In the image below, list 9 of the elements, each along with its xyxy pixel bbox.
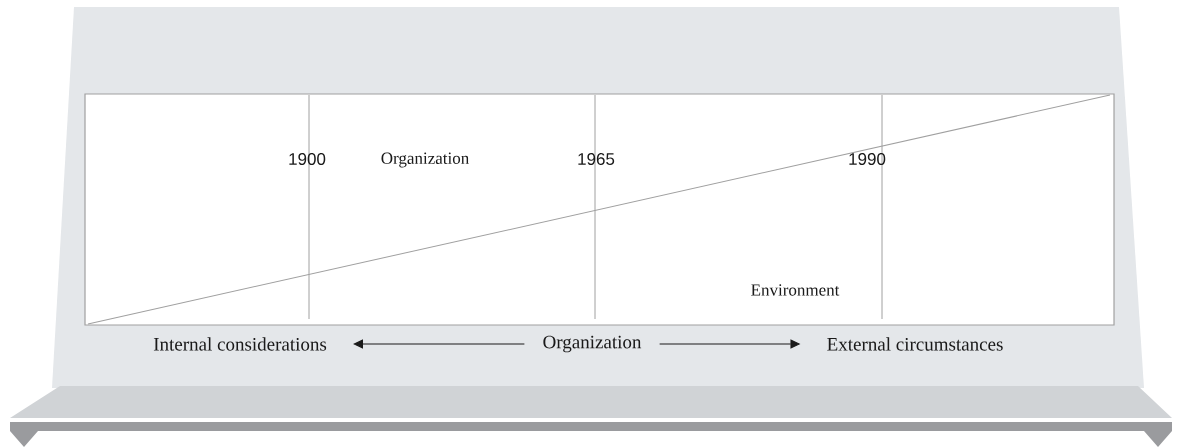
year-label: 1965 xyxy=(578,153,615,165)
year-label: 1990 xyxy=(849,153,886,165)
year-label: 1900 xyxy=(289,153,326,165)
arrow xyxy=(353,339,525,349)
axis-label: Organization xyxy=(543,335,642,353)
axis-label: External circumstances xyxy=(827,337,1003,351)
region-label: Environment xyxy=(751,284,840,296)
region-label: Organization xyxy=(381,152,469,168)
axis-label: Internal considerations xyxy=(153,337,327,351)
